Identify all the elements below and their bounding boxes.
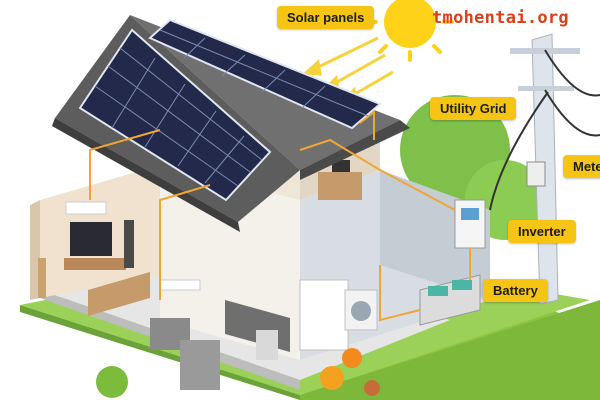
living-room [30, 165, 160, 316]
kitchen [150, 165, 300, 390]
meter-box [526, 161, 546, 187]
utility-room [299, 170, 490, 360]
watermark-text: tmohentai.org [432, 8, 569, 28]
flower-pot [364, 380, 380, 396]
solar-panels-label: Solar panels [277, 6, 375, 29]
battery-label: Battery [483, 279, 548, 302]
shrub [96, 366, 128, 398]
flower [342, 348, 362, 368]
power-wiring [89, 109, 471, 322]
solar-panel-array [78, 18, 382, 202]
inverter-unit [454, 199, 486, 249]
refrigerator [299, 279, 349, 351]
inverter-label: Inverter [508, 220, 576, 243]
meter-label: Meter [563, 155, 600, 178]
flower [320, 366, 344, 390]
sun-icon [366, 0, 454, 62]
utility-grid-label: Utility Grid [430, 97, 517, 120]
